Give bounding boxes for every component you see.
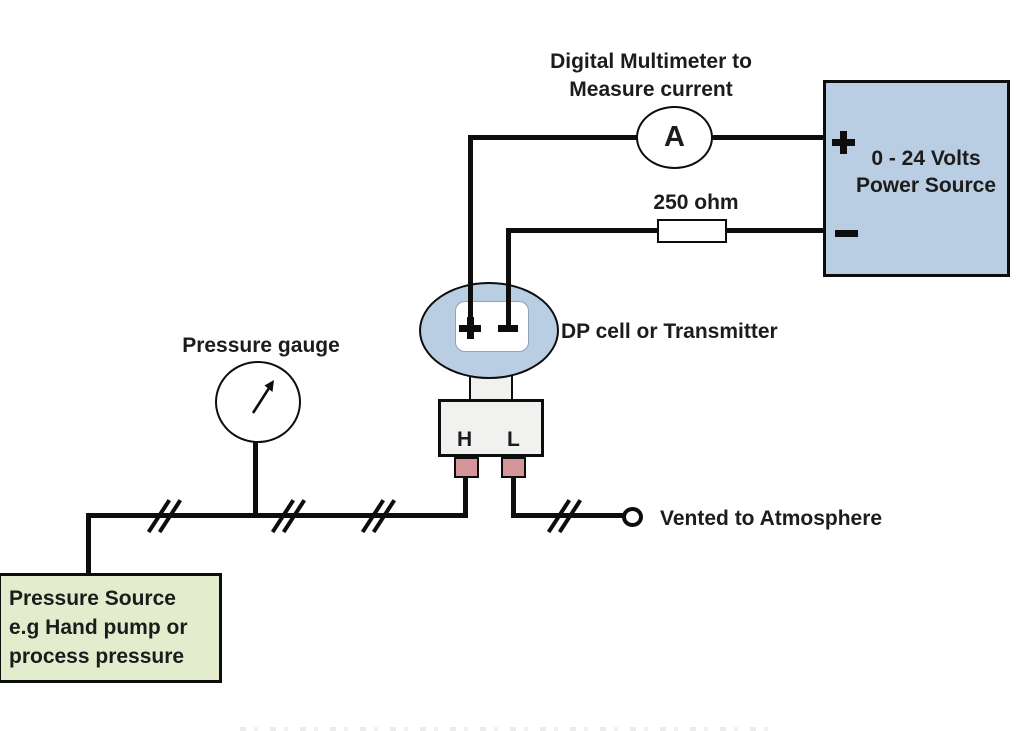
cropped-caption-remnant [240, 727, 780, 731]
wire-minus-horizontal-right [725, 228, 823, 233]
power-source-label-line2: Power Source [855, 174, 997, 198]
pipe-break-icon [546, 497, 582, 535]
multimeter-label-line2: Measure current [569, 78, 733, 102]
port-low-label: L [507, 428, 520, 451]
power-source-label: 0 - 24 Volts Power Source [846, 145, 1006, 200]
pressure-source-line3: process pressure [9, 644, 185, 668]
pipe-break-icon [270, 497, 306, 535]
pressure-source-line1: Pressure Source [9, 587, 176, 610]
pipe-main-horizontal [86, 513, 468, 518]
dp-minus-terminal-icon [498, 325, 518, 332]
ammeter-symbol: A [664, 121, 685, 153]
wire-plus-horizontal-right [711, 135, 823, 140]
pipe-low-vertical [511, 476, 516, 518]
power-source-label-line1: 0 - 24 Volts [871, 147, 981, 170]
resistor-label: 250 ohm [653, 191, 739, 214]
plus-terminal-icon [832, 131, 855, 154]
pipe-break-icon [146, 497, 182, 535]
wire-plus-vertical [468, 135, 473, 325]
resistor-icon [657, 219, 727, 243]
multimeter-label: Digital Multimeter to Measure current [520, 48, 782, 105]
port-high-icon [454, 457, 479, 478]
pipe-source-vertical [86, 513, 91, 576]
pressure-gauge-icon [215, 361, 301, 443]
pipe-high-vertical [463, 476, 468, 518]
ammeter-icon: A [636, 106, 713, 169]
pressure-source-box: Pressure Source e.g Hand pump or process… [0, 573, 222, 683]
wire-minus-vertical [506, 228, 511, 327]
power-source-box: 0 - 24 Volts Power Source [823, 80, 1010, 277]
pressure-source-label: Pressure Source e.g Hand pump or process… [9, 585, 188, 672]
dp-cell-body: H L [438, 399, 544, 457]
dp-plus-terminal-icon [459, 317, 481, 339]
wire-plus-horizontal-left [468, 135, 638, 140]
vent-circle-icon [622, 507, 643, 527]
minus-terminal-icon [835, 230, 858, 237]
dp-cell-label: DP cell or Transmitter [561, 320, 778, 343]
multimeter-label-line1: Digital Multimeter to [550, 50, 752, 73]
pressure-gauge-label: Pressure gauge [182, 334, 340, 357]
port-low-icon [501, 457, 526, 478]
vent-label: Vented to Atmosphere [660, 507, 883, 530]
port-high-label: H [457, 428, 473, 451]
wire-minus-horizontal-left [506, 228, 659, 233]
pressure-source-line2: e.g Hand pump or [9, 615, 188, 639]
pipe-break-icon [360, 497, 396, 535]
gauge-needle-icon [251, 380, 274, 414]
pipe-gauge-stem [253, 441, 258, 515]
